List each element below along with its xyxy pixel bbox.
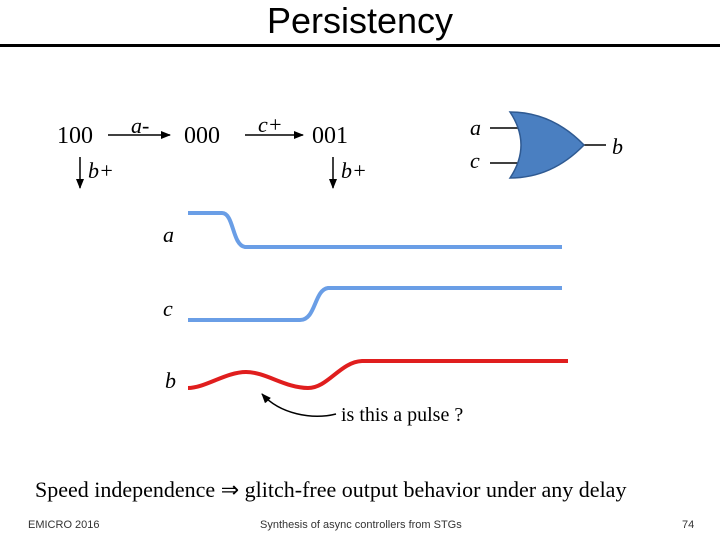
statement-left: Speed independence: [35, 477, 216, 502]
enabled-label-b-plus-2: b+: [341, 158, 367, 183]
statement-right: glitch-free output behavior under any de…: [244, 477, 627, 502]
or-gate-icon: [490, 111, 606, 179]
transition-label-a-minus: a-: [131, 113, 150, 138]
state-001: 001: [312, 123, 348, 149]
implies-symbol: ⇒: [220, 477, 240, 502]
page-number: 74: [682, 519, 695, 531]
annotation-arrow: [261, 393, 337, 417]
footer-event: EMICRO 2016: [28, 519, 100, 531]
speed-independence-statement: Speed independence ⇒ glitch-free output …: [35, 478, 626, 502]
transition-label-c-plus: c+: [258, 112, 283, 137]
waveform-label-b: b: [165, 368, 176, 393]
slide-title: Persistency: [266, 0, 454, 41]
gate-input-a-label: a: [470, 115, 481, 140]
state-000: 000: [184, 123, 220, 149]
or-gate-body: [508, 111, 586, 179]
gate-input-c-label: c: [470, 148, 480, 173]
footer-subject: Synthesis of async controllers from STGs: [260, 519, 462, 531]
waveform-label-a: a: [163, 222, 174, 247]
waveform-c: [188, 286, 562, 322]
waveform-a: [188, 211, 562, 249]
waveform-label-c: c: [163, 296, 173, 321]
waveform-b: [187, 359, 568, 390]
state-100: 100: [57, 123, 93, 149]
enabled-label-b-plus-1: b+: [88, 158, 114, 183]
gate-output-b-label: b: [612, 134, 623, 159]
title-underline: [0, 44, 720, 47]
pulse-question: is this a pulse ?: [341, 404, 464, 426]
